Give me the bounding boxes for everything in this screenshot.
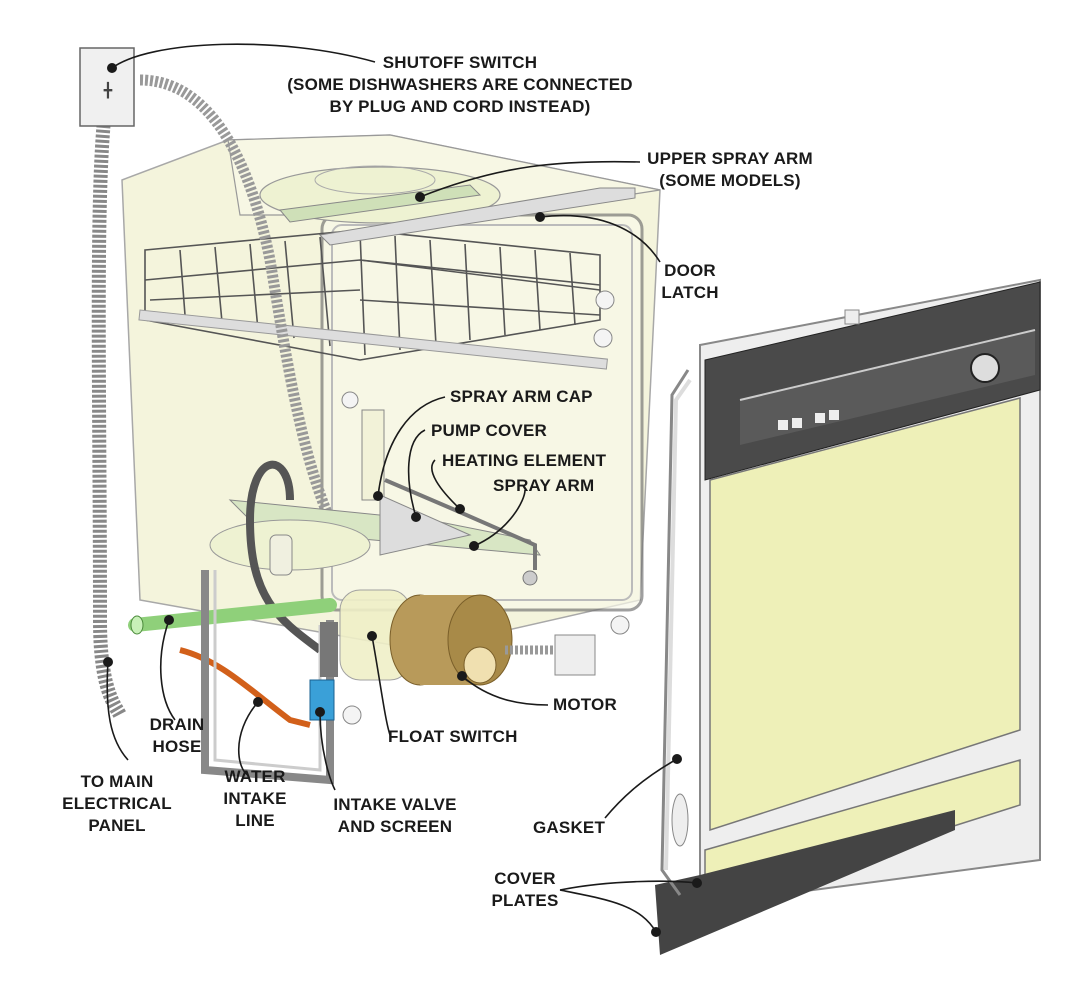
label-pump-cover: PUMP COVER: [431, 421, 547, 440]
label-heating-element: HEATING ELEMENT: [442, 451, 607, 470]
label-drain-hose: DRAIN HOSE: [149, 715, 205, 756]
spray-arm-assembly: [228, 409, 541, 586]
door-gasket: [660, 369, 690, 896]
rack-rail: [138, 309, 608, 370]
label-spray-arm: SPRAY ARM: [493, 476, 595, 495]
water-intake-line: [179, 647, 311, 728]
label-float-switch: FLOAT SWITCH: [388, 727, 518, 746]
leader-dots: [103, 63, 702, 937]
svg-text:╋: ╋: [103, 81, 113, 99]
door-front-panel: [709, 397, 1021, 832]
label-spray-arm-cap: SPRAY ARM CAP: [450, 387, 593, 406]
upper-spray-arm: [279, 184, 482, 223]
label-cover-plates: COVER PLATES: [491, 869, 559, 910]
electrical-conduit: [91, 109, 127, 719]
label-door-latch: DOOR LATCH: [661, 261, 719, 302]
label-gasket: GASKET: [533, 818, 606, 837]
label-intake-valve-and-screen: INTAKE VALVE AND SCREEN: [333, 795, 457, 836]
label-shutoff-switch: SHUTOFF SWITCH (SOME DISHWASHERS ARE CON…: [287, 53, 633, 116]
drain-loop-hose: [245, 460, 323, 654]
leader-lines: [106, 43, 698, 933]
label-upper-spray-arm: UPPER SPRAY ARM (SOME MODELS): [647, 149, 813, 190]
label-motor: MOTOR: [553, 695, 617, 714]
label-water-intake-line: WATER INTAKE LINE: [223, 767, 287, 830]
door: [655, 278, 1041, 955]
motor-body: [389, 594, 513, 686]
label-to-main-electrical-panel: TO MAIN ELECTRICAL PANEL: [62, 772, 172, 835]
control-knob: [970, 353, 1000, 383]
door-latch: [318, 187, 636, 246]
